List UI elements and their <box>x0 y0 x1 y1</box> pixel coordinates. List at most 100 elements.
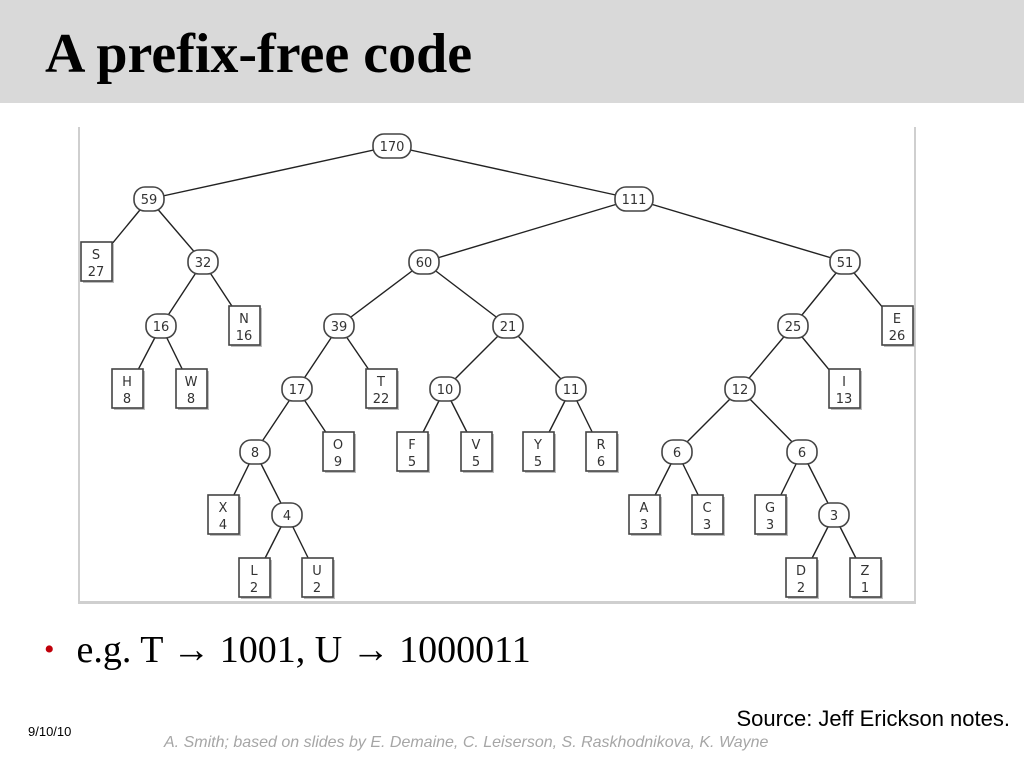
leaf-letter: F <box>408 438 415 453</box>
leaf-node-box <box>460 431 493 472</box>
leaf-node: S 27 <box>80 241 114 283</box>
leaf-node-box <box>301 557 334 598</box>
leaf-count: 2 <box>250 581 258 596</box>
internal-node: 60 <box>408 249 440 275</box>
leaf-count: 3 <box>640 518 648 533</box>
internal-node-shape <box>614 186 654 212</box>
leaf-count: 8 <box>187 392 195 407</box>
internal-node-label: 6 <box>673 446 681 461</box>
internal-node: 12 <box>724 376 756 402</box>
leaf-letter: D <box>796 564 806 579</box>
tree-edge <box>423 261 509 327</box>
internal-node-label: 21 <box>500 320 517 335</box>
internal-node-shape <box>133 186 165 212</box>
leaf-node: Y5 <box>522 431 556 473</box>
leaf-node: E 26 <box>881 305 915 347</box>
internal-node: 4 <box>271 502 303 528</box>
footer-credit: A. Smith; based on slides by E. Demaine,… <box>164 734 769 751</box>
leaf-count: 22 <box>373 392 390 407</box>
internal-node: 170 <box>372 133 412 159</box>
leaf-node-box <box>522 431 555 472</box>
leaf-node: F5 <box>396 431 430 473</box>
leaf-node: L2 <box>238 557 272 599</box>
leaf-node-box <box>238 557 271 598</box>
leaf-count: 26 <box>889 329 906 344</box>
leaf-letter: R <box>596 438 605 453</box>
leaf-node-box <box>228 305 261 346</box>
leaf-count: 5 <box>408 455 416 470</box>
leaf-count: 3 <box>703 518 711 533</box>
leaf-node: U2 <box>301 557 335 599</box>
leaf-node-box <box>207 494 240 535</box>
internal-node-label: 32 <box>195 256 212 271</box>
leaf-letter: X <box>219 501 228 516</box>
internal-node: 32 <box>187 249 219 275</box>
internal-node: 21 <box>492 313 524 339</box>
internal-node-label: 25 <box>785 320 802 335</box>
internal-node: 25 <box>777 313 809 339</box>
leaf-count: 1 <box>861 581 869 596</box>
leaf-node-box <box>80 241 113 282</box>
leaf-letter: E <box>893 312 901 327</box>
internal-node-shape <box>323 313 355 339</box>
leaf-node-box <box>322 431 355 472</box>
leaf-letter: I <box>842 375 846 390</box>
leaf-node-box <box>396 431 429 472</box>
internal-node-shape <box>408 249 440 275</box>
leaf-node-box <box>175 368 208 409</box>
internal-node-shape <box>829 249 861 275</box>
internal-node: 11 <box>555 376 587 402</box>
leaf-node-box <box>785 557 818 598</box>
internal-node-shape <box>724 376 756 402</box>
leaf-node-box <box>691 494 724 535</box>
example-bullet: • e.g. T → 1001, U → 1000011 <box>44 624 531 676</box>
internal-node-shape <box>372 133 412 159</box>
leaf-letter: C <box>702 501 711 516</box>
internal-node-label: 39 <box>331 320 348 335</box>
internal-node: 17 <box>281 376 313 402</box>
internal-node: 39 <box>323 313 355 339</box>
leaf-node-box <box>111 368 144 409</box>
leaf-count: 13 <box>836 392 853 407</box>
leaf-node: Z1 <box>849 557 883 599</box>
internal-node-shape <box>429 376 461 402</box>
leaf-count: 8 <box>123 392 131 407</box>
leaf-letter: O <box>333 438 343 453</box>
bullet-dot-icon: • <box>44 633 55 666</box>
internal-node: 111 <box>614 186 654 212</box>
internal-node-shape <box>145 313 177 339</box>
leaf-letter: G <box>765 501 775 516</box>
leaf-letter: U <box>312 564 322 579</box>
internal-node-shape <box>239 439 271 465</box>
leaf-count: 3 <box>766 518 774 533</box>
internal-node-label: 6 <box>798 446 806 461</box>
tree-edge <box>391 145 635 200</box>
internal-node: 10 <box>429 376 461 402</box>
leaf-node-box <box>585 431 618 472</box>
internal-node-shape <box>818 502 850 528</box>
internal-node-label: 51 <box>837 256 854 271</box>
internal-node-label: 11 <box>563 383 580 398</box>
leaf-letter: S <box>92 248 100 263</box>
leaf-count: 27 <box>88 265 105 280</box>
leaf-count: 4 <box>219 518 227 533</box>
leaf-letter: Z <box>861 564 870 579</box>
internal-node-shape <box>187 249 219 275</box>
leaf-letter: W <box>185 375 198 390</box>
tree-edge <box>338 261 425 327</box>
leaf-node: I 13 <box>828 368 862 410</box>
leaf-count: 2 <box>797 581 805 596</box>
internal-node: 51 <box>829 249 861 275</box>
leaf-node-box <box>628 494 661 535</box>
leaf-node: T22 <box>365 368 399 410</box>
leaf-node: R6 <box>585 431 619 473</box>
leaf-count: 5 <box>472 455 480 470</box>
leaf-count: 16 <box>236 329 253 344</box>
internal-node-label: 170 <box>380 140 405 155</box>
internal-node-shape <box>492 313 524 339</box>
internal-node-label: 10 <box>437 383 454 398</box>
leaf-node: O9 <box>322 431 356 473</box>
leaf-node: X4 <box>207 494 241 536</box>
tree-edge <box>148 145 393 200</box>
